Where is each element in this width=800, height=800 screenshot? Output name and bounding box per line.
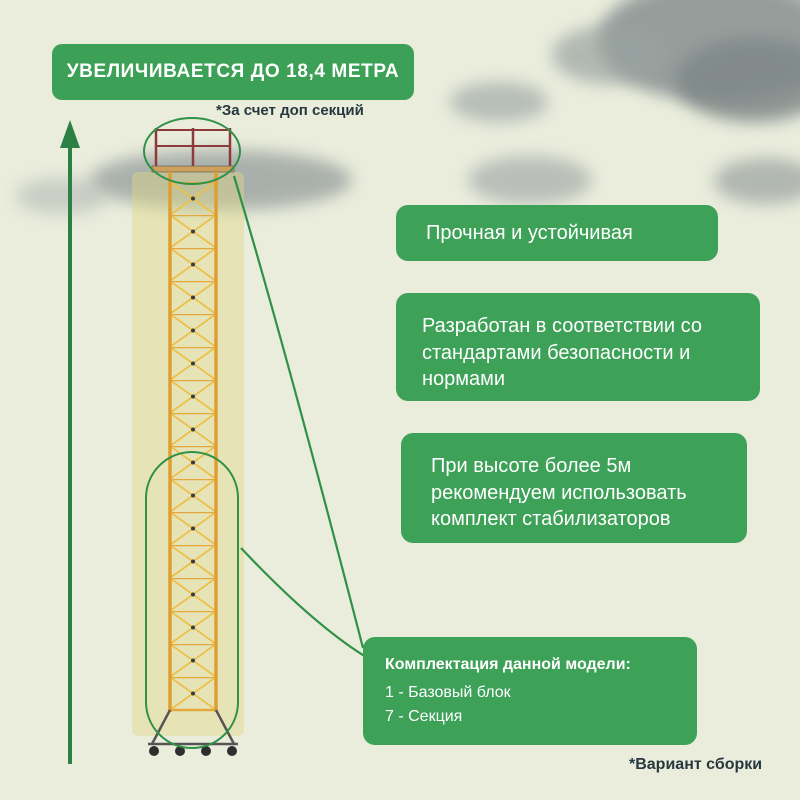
base-section-ellipse [145, 451, 239, 749]
cloud-top-mid-icon [552, 26, 668, 84]
banner-title: УВЕЛИЧИВАЕТСЯ ДО 18,4 МЕТРА [66, 61, 400, 82]
banner: УВЕЛИЧИВАЕТСЯ ДО 18,4 МЕТРА [52, 44, 414, 100]
callout-stabilizers: При высоте более 5м рекомендуем использо… [401, 433, 747, 543]
kit-title: Комплектация данной модели: [385, 656, 631, 673]
top-section-ellipse [143, 117, 241, 185]
tower-illustration [148, 128, 238, 756]
callout-durability-text: Прочная и устойчивая [426, 221, 633, 244]
kit-item-base: 1 - Базовый блок [385, 684, 511, 701]
assembly-footnote: *Вариант сборки [629, 756, 763, 773]
sections-footnote: *За счет доп секций [216, 102, 364, 119]
cloud-top-right-2-icon [676, 38, 800, 122]
cloud-small-icon [450, 82, 548, 122]
cloud-mid-icon [468, 156, 592, 204]
callout-durability: Прочная и устойчивая [396, 205, 718, 261]
callout-standards: Разработан в соответствии со стандартами… [396, 293, 760, 401]
growth-arrow-icon [60, 120, 80, 764]
cloud-left-icon [16, 178, 108, 214]
kit-box: Комплектация данной модели: 1 - Базовый … [363, 637, 697, 745]
cloud-right-icon [714, 158, 800, 204]
kit-item-section: 7 - Секция [385, 708, 463, 725]
callout-standards-text: Разработан в соответствии со стандартами… [422, 315, 702, 391]
callout-stabilizers-text: При высоте более 5м рекомендуем использо… [431, 455, 687, 531]
